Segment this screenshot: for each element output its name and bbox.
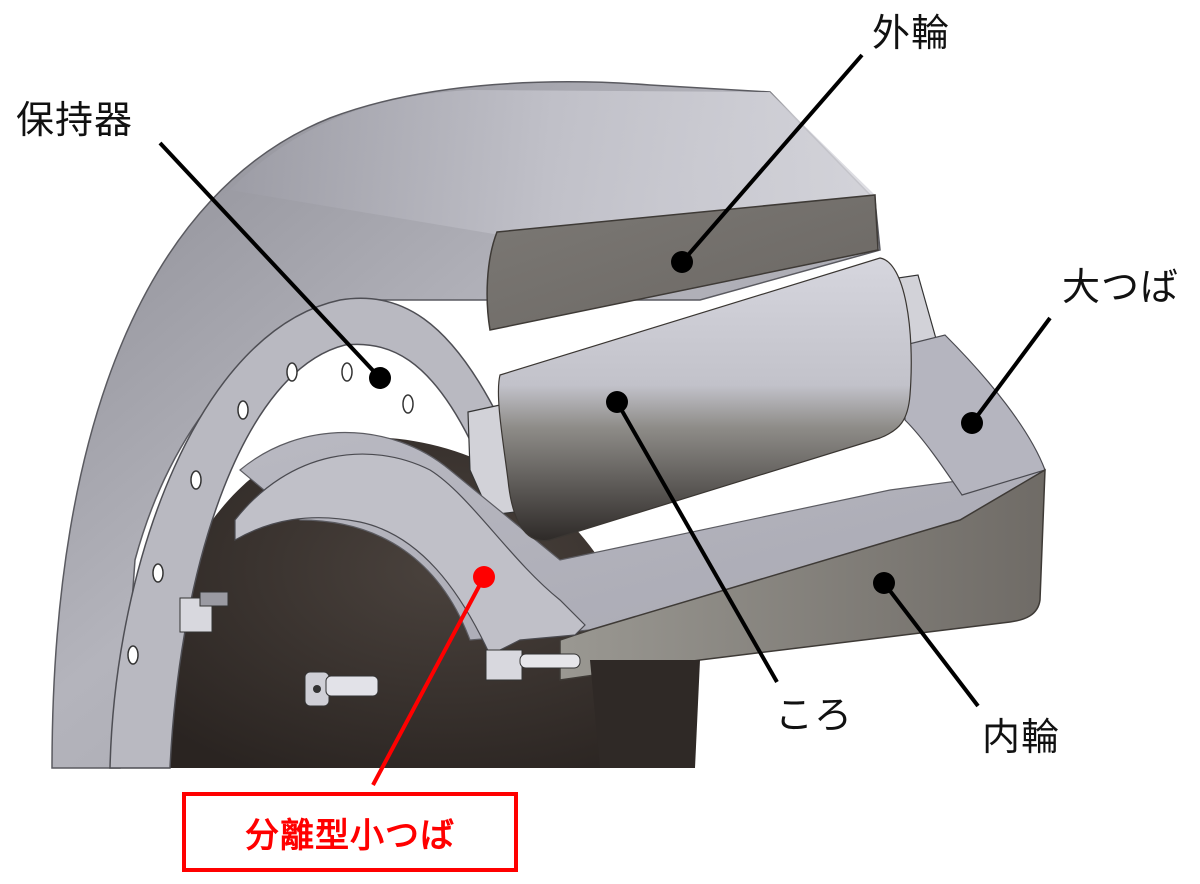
- inner-ring-lower: [590, 660, 700, 768]
- leader-dots: [369, 251, 983, 594]
- retaining-pin-right: [485, 649, 581, 681]
- outer-ring-top: [230, 90, 875, 235]
- small-rib-callout-box: 分離型小つば: [182, 792, 518, 872]
- label-cage: 保持器: [16, 98, 134, 142]
- cage-dot: [369, 367, 391, 389]
- large-rib-dot: [961, 412, 983, 434]
- label-outer-ring: 外輪: [872, 11, 951, 55]
- small-rib-leader: [371, 576, 486, 786]
- label-roller: ころ: [775, 693, 854, 737]
- label-inner-ring: 内輪: [982, 715, 1061, 759]
- small-rib-dot: [473, 566, 495, 588]
- retaining-pin-left: [179, 591, 229, 633]
- label-large-rib: 大つば: [1062, 265, 1180, 309]
- inner-ring-dot: [873, 572, 895, 594]
- cage-holes: [127, 362, 414, 665]
- leader-lines: [158, 53, 1052, 708]
- socket-bolt: [304, 671, 379, 707]
- roller: [497, 257, 912, 542]
- separable-small-rib: [234, 453, 586, 656]
- outer-ring-dot: [671, 251, 693, 273]
- roller-dot: [606, 391, 628, 413]
- label-separable-small-rib: 分離型小つば: [245, 815, 455, 856]
